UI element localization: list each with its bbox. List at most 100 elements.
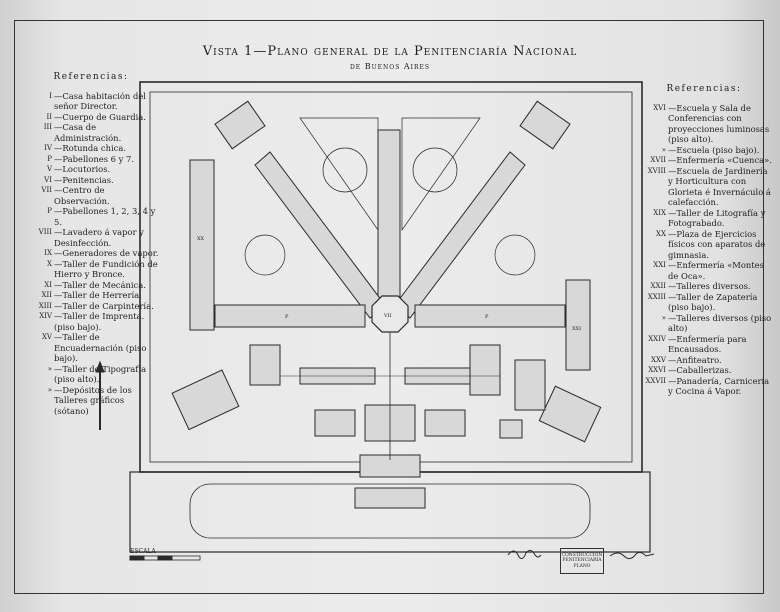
- reference-item: XXI—Enfermería «Montes de Oca».: [636, 260, 772, 281]
- building-corner-ne: [519, 100, 571, 150]
- label-center: VII: [383, 313, 392, 319]
- label-workshop-east: XXI: [572, 326, 581, 332]
- reference-text: —Cuerpo de Guardia.: [54, 111, 146, 122]
- reference-item: X—Taller de Fundición de Hierro y Bronce…: [22, 259, 160, 280]
- reference-text: —Taller de Carpintería.: [54, 300, 154, 311]
- reference-text: —Generadores de vapor.: [54, 248, 159, 258]
- reference-text: —Escuela y Sala de Conferencias con proy…: [668, 102, 770, 145]
- reference-number: XXVII: [645, 376, 666, 385]
- reference-text: —Locutorios.: [54, 164, 111, 174]
- reference-item: XX—Plaza de Ejercicios físicos con apara…: [636, 229, 772, 261]
- reference-number: XI: [44, 280, 52, 289]
- reference-item: XVII—Enfermería «Cuenca».: [636, 155, 772, 166]
- signature-2-icon: [609, 551, 655, 560]
- left-references: Referencias: I—Casa habitación del señor…: [22, 72, 160, 416]
- reference-text: —Plaza de Ejercicios físicos con aparato…: [668, 228, 766, 260]
- reference-number: IV: [44, 144, 52, 152]
- administration-building: [354, 487, 426, 509]
- reference-text: —Enfermería «Cuenca».: [668, 155, 772, 165]
- reference-number: XII: [41, 291, 52, 299]
- reference-number: XVIII: [647, 166, 666, 175]
- reference-text: —Lavadero á vapor y Desinfección.: [54, 227, 144, 248]
- signature-1-icon: [507, 549, 542, 559]
- garden-circle-east: [494, 234, 536, 276]
- reference-item: XXVI—Caballerizas.: [636, 365, 772, 376]
- reference-text: —Penitencias.: [54, 174, 114, 185]
- right-references-heading: Referencias:: [666, 84, 742, 94]
- reference-number: »: [47, 364, 52, 373]
- label-workshop-west: XX: [197, 236, 205, 242]
- reference-text: —Anfiteatro.: [668, 354, 722, 365]
- pavilion-west: [214, 304, 366, 328]
- reference-text: —Taller de Imprenta. (piso bajo).: [54, 311, 145, 332]
- forecourt-garden: [189, 483, 591, 539]
- reference-item: IV—Rotunda chica.: [22, 143, 160, 154]
- reference-text: —Taller de Zapatería (piso bajo).: [668, 291, 758, 313]
- building-corner-se: [538, 385, 602, 443]
- reference-item: IX—Generadores de vapor.: [22, 248, 160, 259]
- reference-number: XXII: [650, 282, 667, 290]
- building-front-3: [424, 409, 466, 437]
- reference-item: V—Locutorios.: [22, 164, 160, 175]
- reference-text: —Taller de Mecánica.: [54, 279, 146, 290]
- reference-number: X: [47, 259, 52, 268]
- reference-item: XII—Taller de Herrería.: [22, 290, 160, 301]
- reference-text: —Taller de Encuadernación (piso bajo).: [54, 332, 147, 363]
- garden-circle-right: [412, 147, 458, 193]
- reference-item: VII—Centro de Observación.: [22, 185, 160, 206]
- garden-circle-west: [244, 234, 286, 276]
- pavilion-northeast: [394, 151, 526, 319]
- reference-item: »—Depósitos de los Talleres gráficos (só…: [22, 385, 160, 417]
- reference-item: XXVII—Panadería, Carnicería y Cocina á V…: [636, 376, 772, 397]
- pavilion-northwest: [254, 151, 386, 319]
- reference-text: —Pabellones 1, 2, 3, 4 y 5.: [54, 206, 156, 227]
- reference-item: XXIII—Taller de Zapatería (piso bajo).: [636, 292, 772, 313]
- reference-number: XX: [656, 229, 666, 238]
- building-small-east: [499, 419, 523, 439]
- page-title: Vista 1—Plano general de la Penitenciarí…: [202, 44, 578, 59]
- scale-label: ESCALA: [130, 548, 156, 555]
- scale-bar-seg-1-icon: [129, 555, 145, 561]
- reference-number: VIII: [38, 228, 52, 236]
- reference-item: XXV—Anfiteatro.: [636, 355, 772, 366]
- reference-item: VIII—Lavadero á vapor y Desinfección.: [22, 227, 160, 248]
- reference-number: XVI: [653, 103, 666, 112]
- reference-item: XIV—Taller de Imprenta. (piso bajo).: [22, 311, 160, 332]
- reference-number: VI: [44, 175, 52, 184]
- reference-item: »—Escuela (piso bajo).: [636, 145, 772, 156]
- reference-number: IX: [44, 249, 52, 257]
- right-references: Referencias: XVI—Escuela y Sala de Confe…: [636, 84, 772, 397]
- reference-text: —Talleres diversos.: [668, 281, 751, 291]
- pavilion-east: [414, 304, 566, 328]
- garden-circle-left: [322, 147, 368, 193]
- reference-text: —Enfermería «Montes de Oca».: [668, 260, 764, 281]
- reference-number: XVII: [650, 156, 666, 164]
- reference-number: VII: [41, 186, 52, 194]
- reference-number: XXIV: [648, 334, 666, 343]
- building-corner-sw: [171, 369, 240, 431]
- reference-text: —Centro de Observación.: [54, 185, 110, 206]
- label-pavilion-west: P: [285, 314, 289, 320]
- reference-item: II—Cuerpo de Guardia.: [22, 112, 160, 123]
- reference-number: XXIII: [647, 292, 666, 301]
- reference-number: XXI: [653, 261, 666, 269]
- reference-item: P—Pabellones 1, 2, 3, 4 y 5.: [22, 206, 160, 227]
- workshop-wing-east: [565, 279, 591, 371]
- reference-item: III—Casa de Administración.: [22, 122, 160, 143]
- reference-number: »: [47, 385, 52, 394]
- building-west-block: [249, 344, 281, 386]
- pavilion-north: [377, 129, 401, 301]
- reference-item: XVIII—Escuela de Jardinería y Horticultu…: [636, 166, 772, 208]
- reference-number: »: [661, 145, 666, 154]
- reference-text: —Casa habitación del señor Director.: [54, 90, 146, 112]
- reference-number: XIII: [38, 301, 52, 310]
- reference-number: XXV: [650, 355, 666, 364]
- reference-text: —Pabellones 6 y 7.: [54, 153, 135, 164]
- reference-item: XI—Taller de Mecánica.: [22, 280, 160, 291]
- engraver-stamp: CONSTRUCCIÓN PENITENCIARÍA PLANO: [560, 548, 604, 574]
- reference-item: XIX—Taller de Litografía y Fotograbado.: [636, 208, 772, 229]
- building-east-shed: [514, 359, 546, 411]
- reference-text: —Casa de Administración.: [54, 122, 122, 143]
- reference-item: I—Casa habitación del señor Director.: [22, 91, 160, 112]
